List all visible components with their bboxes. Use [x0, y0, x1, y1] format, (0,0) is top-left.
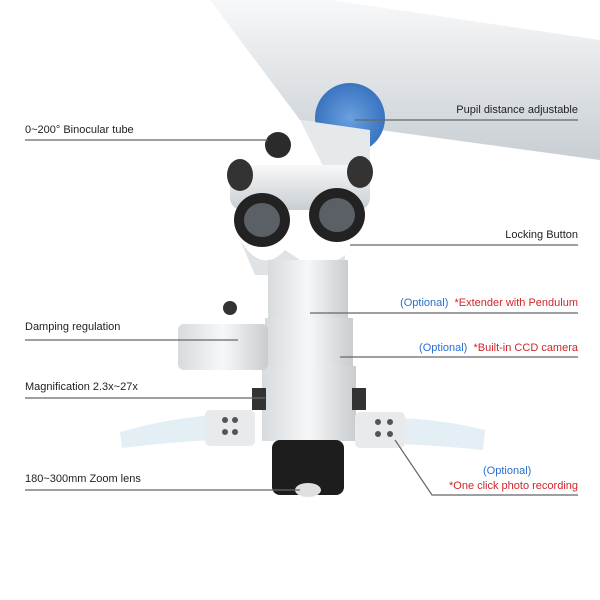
feature-text: *Extender with Pendulum — [454, 297, 578, 309]
label-magnification: Magnification 2.3x~27x — [25, 381, 138, 393]
label-extender: (Optional) *Extender with Pendulum — [400, 297, 578, 310]
binocular-tube — [227, 132, 373, 275]
label-locking-button: Locking Button — [505, 229, 578, 241]
damping-housing — [178, 324, 268, 370]
label-binocular-tube: 0~200° Binocular tube — [25, 124, 134, 136]
leader-lines — [25, 119, 578, 496]
label-ccd-camera: (Optional) *Built-in CCD camera — [419, 342, 578, 355]
support-arm — [210, 0, 600, 190]
optional-tag: (Optional) — [419, 342, 468, 354]
label-damping: Damping regulation — [25, 321, 121, 333]
label-zoom-lens: 180~300mm Zoom lens — [25, 473, 141, 485]
label-photo-recording: *One click photo recording — [448, 480, 578, 492]
label-pupil-distance: Pupil distance adjustable — [456, 104, 578, 116]
label-photo-optional: (Optional) — [483, 465, 532, 477]
zoom-lens — [272, 440, 344, 495]
optional-tag: (Optional) — [400, 297, 449, 309]
microscope-body — [120, 260, 485, 497]
feature-text: *Built-in CCD camera — [473, 342, 578, 354]
